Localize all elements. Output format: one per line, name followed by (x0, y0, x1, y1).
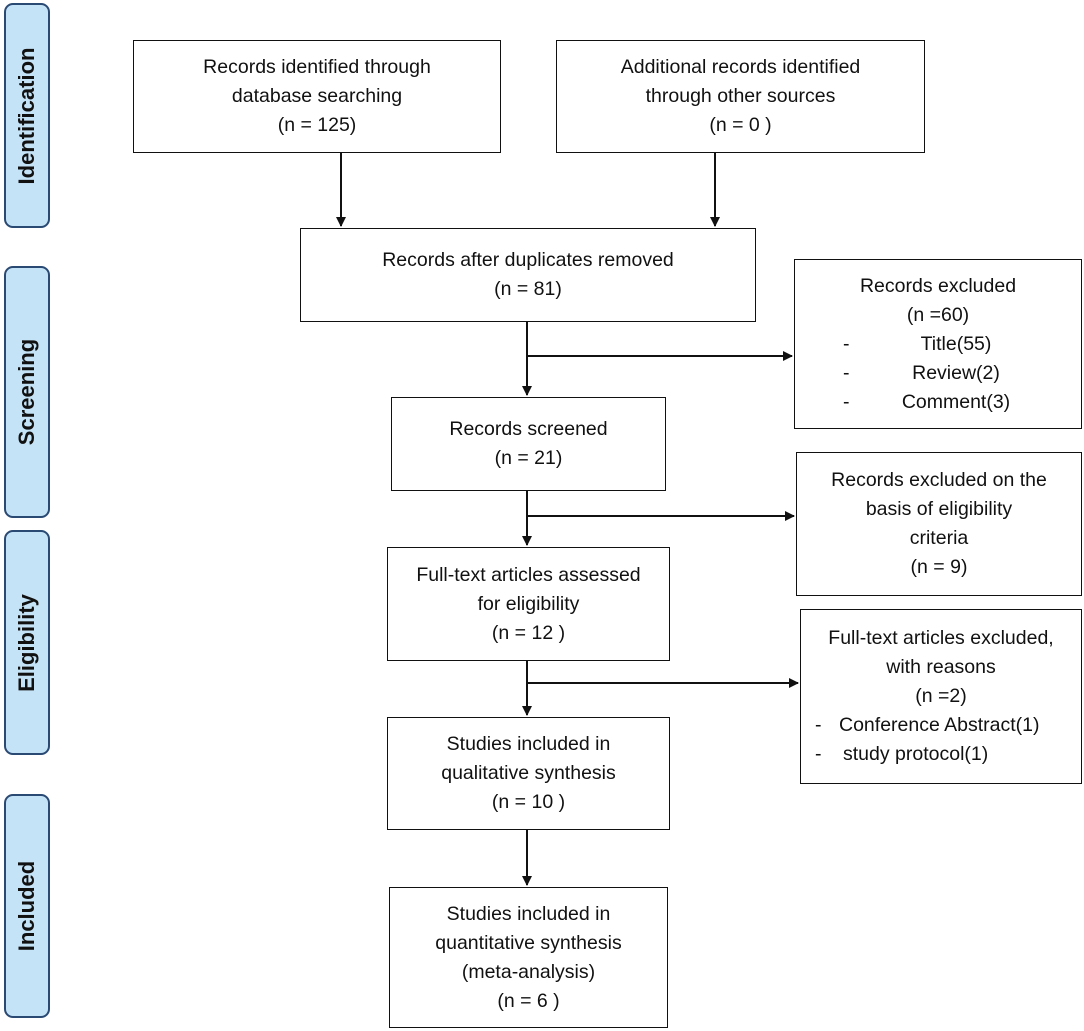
list-item: -Title(55) (843, 332, 992, 355)
fulltext-line2: for eligibility (477, 592, 580, 615)
box-qualitative-synthesis: Studies included in qualitative synthesi… (387, 717, 670, 830)
excluded-elig-line2: basis of eligibility (865, 498, 1013, 520)
fulltext-excluded-line1: Full-text articles excluded, (828, 627, 1054, 649)
box-records-identified-database: Records identified through database sear… (133, 40, 501, 153)
other-sources-line2: through other sources (645, 85, 836, 107)
fulltext-line1: Full-text articles assessed (416, 563, 641, 586)
db-search-line1: Records identified through (203, 56, 431, 78)
list-item: -Comment(3) (843, 390, 1011, 413)
list-item: -Review(2) (843, 361, 1000, 384)
db-search-line2: database searching (231, 85, 403, 107)
qualitative-count: (n = 10 ) (491, 791, 566, 813)
screened-line1: Records screened (449, 418, 608, 440)
other-sources-line1: Additional records identified (620, 56, 861, 78)
box-duplicates-removed: Records after duplicates removed (n = 81… (300, 228, 756, 322)
screened-count: (n = 21) (494, 447, 563, 469)
db-search-count: (n = 125) (277, 114, 357, 136)
phase-identification: Identification (4, 3, 50, 228)
list-item: -Conference Abstract(1) (815, 714, 1040, 736)
box-fulltext-excluded: Full-text articles excluded, with reason… (800, 609, 1082, 784)
quantitative-count: (n = 6 ) (497, 989, 560, 1012)
box-fulltext-assessed: Full-text articles assessed for eligibil… (387, 547, 670, 661)
excluded-elig-count: (n = 9) (910, 556, 968, 578)
quantitative-line2: quantitative synthesis (435, 931, 622, 954)
list-item: -study protocol(1) (815, 743, 989, 765)
excluded-list: -Title(55) -Review(2) -Comment(3) (795, 330, 1081, 417)
quantitative-line1: Studies included in (446, 902, 611, 925)
qualitative-line2: qualitative synthesis (441, 762, 616, 784)
phase-included: Included (4, 794, 50, 1018)
box-quantitative-synthesis: Studies included in quantitative synthes… (389, 887, 668, 1028)
excluded-elig-line3: criteria (909, 527, 969, 549)
fulltext-excluded-line2: with reasons (886, 656, 996, 678)
phase-eligibility: Eligibility (4, 530, 50, 755)
box-additional-records: Additional records identified through ot… (556, 40, 925, 153)
dup-removed-count: (n = 81) (494, 278, 562, 300)
other-sources-count: (n = 0 ) (709, 114, 772, 136)
box-records-screened: Records screened (n = 21) (391, 397, 666, 491)
box-records-excluded: Records excluded (n =60) -Title(55) -Rev… (794, 259, 1082, 429)
box-excluded-eligibility: Records excluded on the basis of eligibi… (796, 452, 1082, 596)
qualitative-line1: Studies included in (446, 733, 611, 755)
fulltext-excluded-count: (n =2) (915, 685, 967, 707)
phase-screening: Screening (4, 266, 50, 518)
dup-removed-line1: Records after duplicates removed (382, 249, 674, 271)
fulltext-excluded-list: -Conference Abstract(1) -study protocol(… (801, 711, 1081, 769)
excluded-count: (n =60) (906, 303, 970, 326)
excluded-title: Records excluded (859, 274, 1017, 297)
excluded-elig-line1: Records excluded on the (831, 469, 1047, 491)
fulltext-count: (n = 12 ) (491, 621, 566, 644)
quantitative-line3: (meta-analysis) (461, 960, 596, 983)
